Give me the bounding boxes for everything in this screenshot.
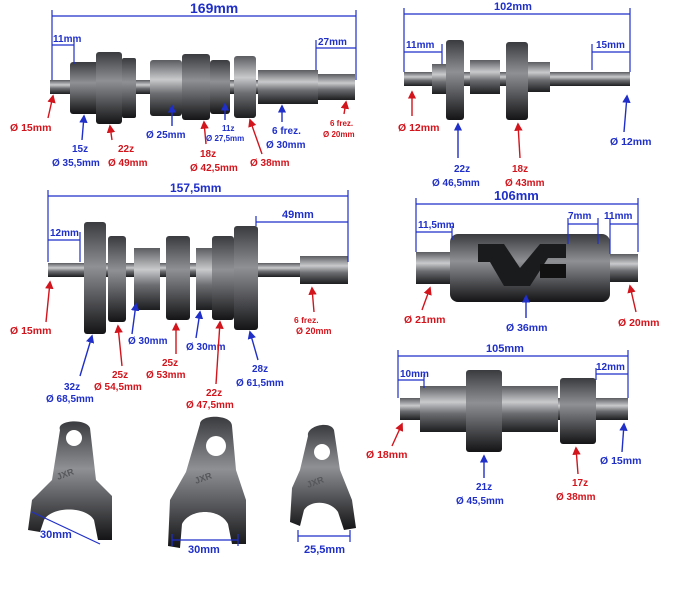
shift-fork-1: JXR <box>28 421 112 540</box>
shaft-3-g5-d: Ø 61,5mm <box>236 378 284 389</box>
fork-2-width: 30mm <box>188 544 220 556</box>
shaft-4-g1-d: Ø 45,5mm <box>456 496 504 507</box>
shaft-3-g1-d: Ø 68,5mm <box>46 394 94 405</box>
shaft-3-length: 157,5mm <box>170 181 221 195</box>
shaft-1-end-spline: 6 frez. <box>330 119 353 128</box>
shaft-1-d-gear: Ø 38mm <box>250 158 290 169</box>
shaft-1-g4-teeth: 18z <box>200 149 216 160</box>
shaft-3-right-end: 49mm <box>282 209 314 221</box>
shaft-1-d-end: Ø 20mm <box>323 130 355 139</box>
shaft-1-arrows <box>47 94 350 155</box>
shaft-1-d-mid: Ø 25mm <box>146 130 186 141</box>
shaft-2-right-end: 15mm <box>596 40 625 51</box>
shaft-1-d-left: Ø 15mm <box>10 122 51 134</box>
shaft-4-dimension-lines <box>397 350 629 398</box>
shaft-1-g2-teeth: 22z <box>118 144 134 155</box>
shaft-1-g1-teeth: 15z <box>72 144 88 155</box>
shaft-1-g4-d: Ø 42,5mm <box>190 163 238 174</box>
shaft-4-g1-teeth: 21z <box>476 482 492 493</box>
shaft-3-d-end: Ø 20mm <box>296 326 332 336</box>
shaft-2-d-right: Ø 12mm <box>610 136 651 148</box>
shaft-1-dimension-lines <box>51 10 357 80</box>
shaft-1 <box>50 52 355 124</box>
shaft-4-left-end: 10mm <box>400 369 429 380</box>
shaft-1-right-end: 27mm <box>318 37 347 48</box>
shaft-2-dimension-lines <box>403 8 631 72</box>
shift-fork-2: JXR <box>168 416 246 548</box>
shift-drum <box>416 234 638 302</box>
shaft-4-d-left: Ø 18mm <box>366 449 407 461</box>
shaft-4 <box>400 370 628 452</box>
shaft-2-left-end: 11mm <box>406 40 434 51</box>
shaft-1-d-spline: Ø 30mm <box>266 140 306 151</box>
shift-fork-3: JXR <box>290 424 356 530</box>
shaft-3-end-spline: 6 frez. <box>294 315 319 325</box>
shaft-2-g2-teeth: 18z <box>512 164 528 175</box>
shaft-3-g4-d: Ø 47,5mm <box>186 400 234 411</box>
shaft-3-d-mid1: Ø 30mm <box>128 336 168 347</box>
shaft-3-g2-d: Ø 54,5mm <box>94 382 142 393</box>
shaft-1-g3-d: Ø 27,5mm <box>206 134 244 143</box>
drum-arrows <box>421 284 637 318</box>
shaft-3-arrows <box>45 280 317 385</box>
shaft-4-arrows <box>391 422 628 478</box>
shaft-1-length: 169mm <box>190 0 238 16</box>
shaft-3-dimension-lines <box>47 190 349 262</box>
shaft-3-g4-teeth: 22z <box>206 388 222 399</box>
shaft-4-right-end: 12mm <box>596 362 625 373</box>
shaft-3-g2-teeth: 25z <box>112 370 128 381</box>
shaft-3-g3-teeth: 25z <box>162 358 178 369</box>
drum-d-left: Ø 21mm <box>404 314 445 326</box>
shaft-3-g3-d: Ø 53mm <box>146 370 186 381</box>
drum-mid: 7mm <box>568 211 591 222</box>
shaft-2-arrows <box>407 90 631 159</box>
drum-d-right: Ø 20mm <box>618 317 659 329</box>
shaft-4-length: 105mm <box>486 343 524 355</box>
shaft-2-d-left: Ø 12mm <box>398 122 439 134</box>
drum-left-end: 11,5mm <box>418 220 455 231</box>
shaft-4-g2-teeth: 17z <box>572 478 588 489</box>
shaft-4-g2-d: Ø 38mm <box>556 492 596 503</box>
shaft-1-g1-d: Ø 35,5mm <box>52 158 100 169</box>
drum-length: 106mm <box>494 188 539 203</box>
shaft-3-g5-teeth: 28z <box>252 364 268 375</box>
shaft-1-g3-teeth: 11z <box>222 124 234 133</box>
shaft-2-g1-d: Ø 46,5mm <box>432 178 480 189</box>
shaft-3 <box>48 222 348 334</box>
shaft-2 <box>404 40 630 120</box>
shaft-3-d-left: Ø 15mm <box>10 325 51 337</box>
shaft-1-left-end: 11mm <box>53 34 81 45</box>
shaft-2-g1-teeth: 22z <box>454 164 470 175</box>
shaft-2-g2-d: Ø 43mm <box>505 178 545 189</box>
shaft-3-g1-teeth: 32z <box>64 382 80 393</box>
shaft-3-d-mid2: Ø 30mm <box>186 342 226 353</box>
fork-3-width: 25,5mm <box>304 544 345 556</box>
fork-1-width: 30mm <box>40 529 72 541</box>
shaft-1-g2-d: Ø 49mm <box>108 158 148 169</box>
shaft-4-d-right: Ø 15mm <box>600 455 641 467</box>
drum-dimension-lines <box>415 198 639 254</box>
drum-right-end: 11mm <box>604 211 632 222</box>
shaft-2-length: 102mm <box>494 1 532 13</box>
fork-dimension-lines <box>31 511 351 546</box>
drum-d-body: Ø 36mm <box>506 322 547 334</box>
shaft-1-spline: 6 frez. <box>272 126 301 137</box>
shaft-3-left-end: 12mm <box>50 228 79 239</box>
